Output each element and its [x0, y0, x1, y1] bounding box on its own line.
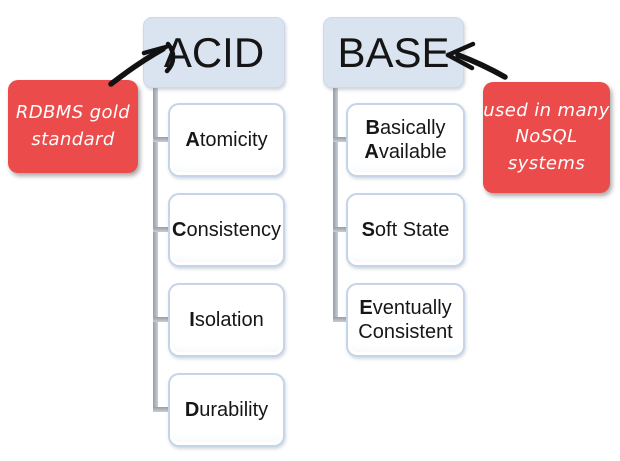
tree-node: Isolation — [168, 283, 285, 357]
base-connector-stub — [333, 227, 346, 232]
base-connector-stub — [333, 137, 346, 142]
tree-node: Soft State — [346, 193, 465, 267]
tree-node-label-line: Atomicity — [185, 129, 268, 151]
tree-node: Atomicity — [168, 103, 285, 177]
acid-header-box: ACID — [143, 17, 285, 88]
acid-header-label: ACID — [163, 28, 265, 76]
acid-tree-connector-vertical — [153, 86, 158, 412]
tree-node-label-line: Isolation — [189, 309, 264, 331]
acid-connector-stub — [153, 227, 168, 232]
tree-node-label-line: Available — [364, 141, 447, 163]
base-header-box: BASE — [323, 17, 464, 88]
rdbms-callout: RDBMS gold standard — [8, 80, 138, 173]
tree-node-label-line: Durability — [184, 399, 269, 421]
callout-line: RDBMS gold — [15, 102, 131, 124]
acid-connector-stub — [153, 407, 168, 412]
callout-line: standard — [31, 128, 115, 150]
callout-line: systems — [507, 152, 586, 174]
tree-node-label-line: Basically — [365, 117, 446, 139]
callout-line: used in many — [483, 100, 610, 122]
tree-node-label-line: Soft State — [361, 219, 450, 241]
tree-node: Durability — [168, 373, 285, 447]
base-tree-connector-vertical — [333, 86, 338, 322]
callout-line: NoSQL — [515, 126, 578, 148]
base-header-label: BASE — [337, 28, 450, 76]
tree-node-label-line: Eventually — [359, 297, 452, 319]
acid-connector-stub — [153, 137, 168, 142]
tree-node-label-line: Consistent — [358, 321, 453, 343]
base-arrow-shaft — [455, 52, 508, 80]
acid-connector-stub — [153, 317, 168, 322]
tree-node: Consistency — [168, 193, 285, 267]
base-connector-stub — [333, 317, 346, 322]
tree-node-label-line: Consistency — [172, 219, 281, 241]
